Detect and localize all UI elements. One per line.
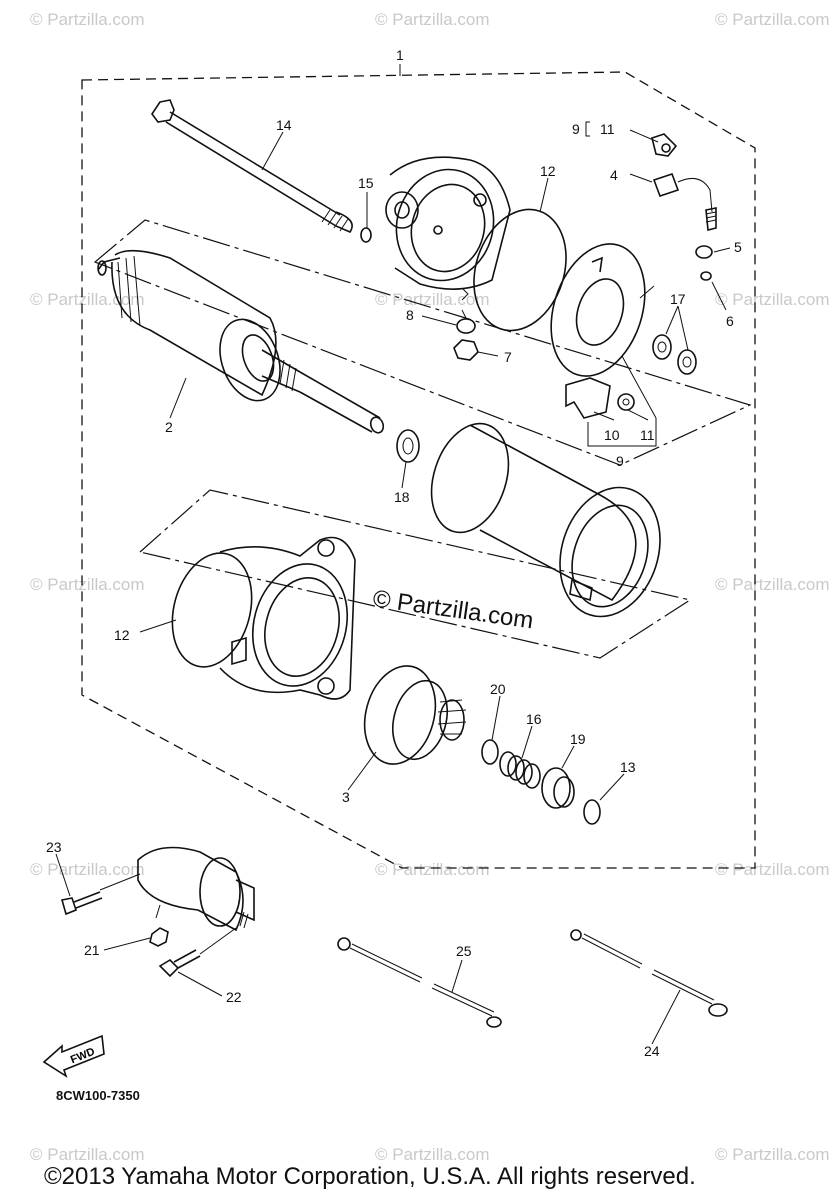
copyright-text: ©2013 Yamaha Motor Corporation, U.S.A. A… bbox=[44, 1163, 696, 1190]
callout-7: 7 bbox=[504, 349, 512, 365]
watermark: © Partzilla.com bbox=[30, 860, 145, 879]
callout-5: 5 bbox=[734, 239, 742, 255]
callout-22: 22 bbox=[226, 989, 242, 1005]
watermark: © Partzilla.com bbox=[375, 860, 490, 879]
brush-holder-part bbox=[565, 377, 635, 419]
callout-20: 20 bbox=[490, 681, 506, 697]
front-housing-part bbox=[171, 536, 356, 700]
callout-12b: 12 bbox=[114, 627, 130, 643]
callout-9: 9 bbox=[572, 121, 580, 137]
cable-24 bbox=[570, 929, 728, 1017]
callout-21: 21 bbox=[84, 942, 100, 958]
collar-19 bbox=[541, 767, 575, 809]
callout-14: 14 bbox=[276, 117, 292, 133]
washer-6 bbox=[700, 271, 712, 281]
callout-2: 2 bbox=[165, 419, 173, 435]
bracket-top bbox=[651, 133, 678, 157]
nut-21 bbox=[149, 927, 169, 947]
bolt-22 bbox=[158, 949, 201, 978]
watermark: © Partzilla.com bbox=[375, 1145, 490, 1164]
starter-clutch-part bbox=[363, 665, 467, 765]
watermark: © Partzilla.com bbox=[30, 1145, 145, 1164]
diagram-code: 8CW100-7350 bbox=[56, 1088, 140, 1103]
callout-13: 13 bbox=[620, 759, 636, 775]
callout-18: 18 bbox=[394, 489, 410, 505]
washer-17a bbox=[652, 334, 672, 360]
fwd-arrow: FWD bbox=[42, 1034, 105, 1078]
watermark: © Partzilla.com bbox=[30, 575, 145, 594]
cable-25 bbox=[337, 937, 502, 1028]
watermark: © Partzilla.com bbox=[715, 290, 830, 309]
bolt-8 bbox=[456, 309, 476, 334]
watermark: © Partzilla.com bbox=[375, 10, 490, 29]
watermark-layer: © Partzilla.com © Partzilla.com © Partzi… bbox=[30, 10, 830, 1164]
callout-6: 6 bbox=[726, 313, 734, 329]
nut-5 bbox=[695, 245, 713, 259]
callout-25: 25 bbox=[456, 943, 472, 959]
watermark: © Partzilla.com bbox=[715, 860, 830, 879]
callout-4: 4 bbox=[610, 167, 618, 183]
callout-11b: 11 bbox=[640, 427, 655, 443]
washer-18 bbox=[396, 429, 420, 463]
circlip-20 bbox=[481, 739, 499, 765]
watermark: © Partzilla.com bbox=[30, 290, 145, 309]
callout-8: 8 bbox=[406, 307, 414, 323]
watermark: © Partzilla.com bbox=[715, 10, 830, 29]
callout-10: 10 bbox=[604, 427, 620, 443]
bolt-23 bbox=[60, 891, 103, 916]
callout-12: 12 bbox=[540, 163, 556, 179]
callout-3: 3 bbox=[342, 789, 350, 805]
callout-24: 24 bbox=[644, 1043, 660, 1059]
washer-17b bbox=[677, 349, 697, 375]
callout-9b: 9 bbox=[616, 453, 624, 469]
callout-11: 11 bbox=[600, 121, 615, 137]
callout-1: 1 bbox=[396, 47, 404, 63]
leader-lines bbox=[55, 64, 731, 1045]
starter-motor-assembly bbox=[137, 846, 255, 932]
rear-cover-part bbox=[385, 156, 511, 301]
watermark: © Partzilla.com bbox=[375, 290, 490, 309]
watermark: © Partzilla.com bbox=[715, 1145, 830, 1164]
callout-labels: 1 14 15 12 9 11 4 5 6 8 7 17 2 18 10 11 … bbox=[46, 47, 742, 1059]
brush-plate-part bbox=[550, 243, 646, 377]
circlip-13 bbox=[583, 799, 601, 825]
bracket-marker bbox=[585, 121, 590, 137]
callout-23: 23 bbox=[46, 839, 62, 855]
o-ring-12-upper bbox=[473, 208, 567, 332]
exploded-plane-upper bbox=[93, 219, 752, 466]
exploded-plane-lower bbox=[138, 489, 692, 659]
callout-16: 16 bbox=[526, 711, 542, 727]
callout-19: 19 bbox=[570, 731, 586, 747]
through-bolt-part bbox=[151, 99, 353, 233]
brush-lead-part bbox=[652, 172, 717, 232]
assembly-boundary bbox=[81, 71, 756, 869]
armature-part bbox=[97, 249, 385, 434]
callout-17: 17 bbox=[670, 291, 686, 307]
yoke-part bbox=[430, 422, 661, 618]
nut-7 bbox=[453, 339, 479, 361]
o-ring-15 bbox=[360, 227, 372, 243]
spring-16 bbox=[499, 751, 541, 789]
watermark: © Partzilla.com bbox=[30, 10, 145, 29]
callout-15: 15 bbox=[358, 175, 374, 191]
center-watermark: © Partzilla.com bbox=[371, 585, 535, 634]
watermark: © Partzilla.com bbox=[715, 575, 830, 594]
